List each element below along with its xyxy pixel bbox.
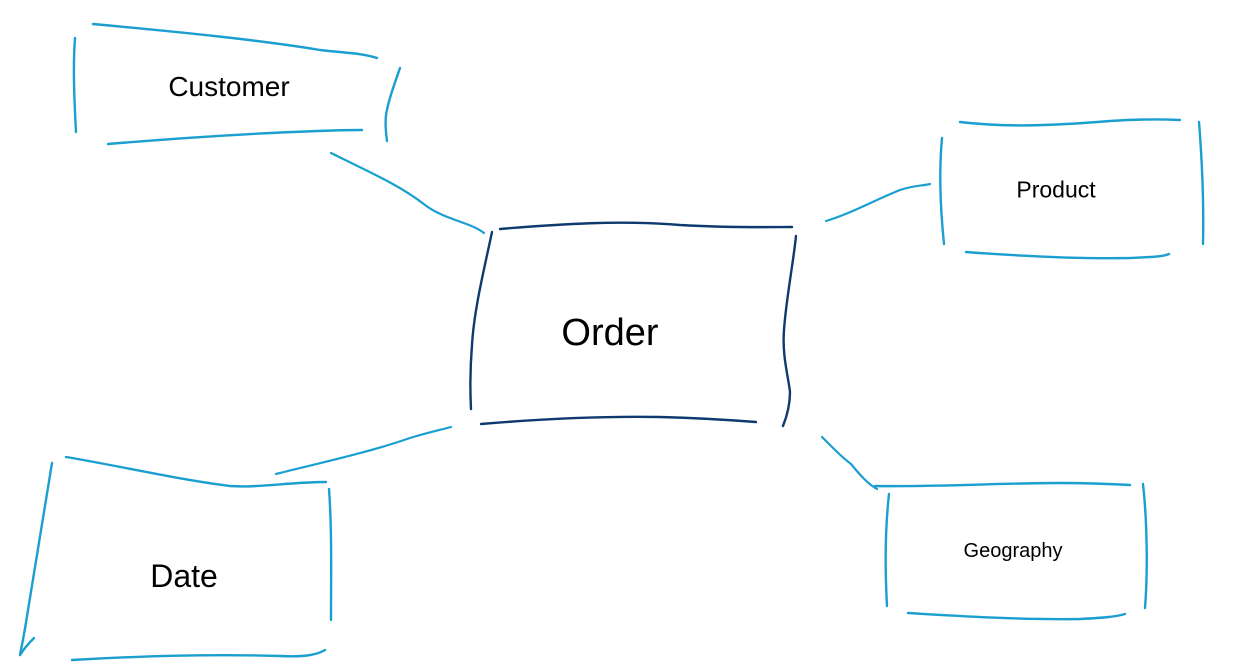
customer-table-box: [72, 22, 402, 146]
product-table-box: [939, 118, 1205, 260]
connector-order-product: [824, 182, 932, 223]
customer-table-label: Customer: [168, 71, 290, 102]
date-table-label: Date: [150, 558, 218, 594]
geography-table-box: [873, 481, 1148, 621]
connector-order-geography: [820, 435, 879, 491]
product-table-label: Product: [1016, 176, 1096, 203]
date-table-box: [18, 455, 333, 662]
connector-order-customer: [329, 151, 486, 235]
order-table-label: Order: [561, 312, 659, 354]
connector-order-date: [274, 425, 453, 476]
geography-table-label: Geography: [963, 540, 1063, 562]
order-table-box: [469, 221, 798, 428]
